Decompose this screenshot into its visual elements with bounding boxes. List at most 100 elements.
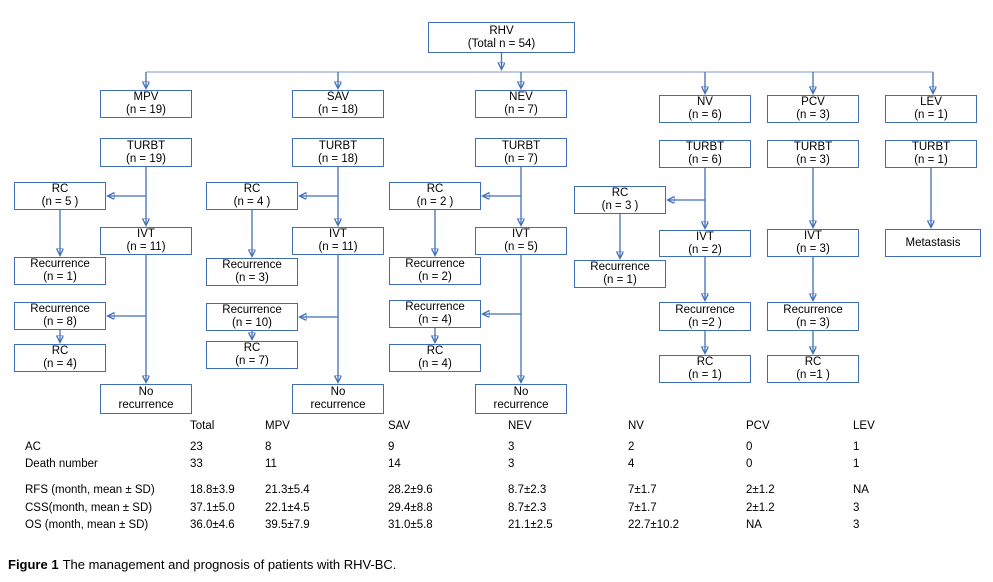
box-count: (n =2 ) [688,316,722,329]
box-label: RC [243,342,261,354]
flow-box-sav: SAV (n = 18) [292,90,384,118]
flow-box-mpv: MPV (n = 19) [100,90,192,118]
box-count: (n = 3) [235,272,269,284]
table-cell: 36.0±4.6 [190,519,235,531]
box-count: (n = 10) [232,317,272,329]
box-label: TURBT [318,139,358,152]
box-label: PCV [801,96,825,108]
table-cell: 8.7±2.3 [508,484,547,496]
box-label: SAV [326,91,350,103]
box-label: IVT [804,230,822,242]
flow-box-sav-recurrence2: Recurrence (n = 10) [206,303,298,331]
box-label: IVT [696,230,714,243]
flow-box-pcv-turbt: TURBT (n = 3) [767,140,859,168]
box-label: RC [426,183,444,195]
box-count: (n = 4 ) [233,196,271,208]
box-count: (n = 5) [504,241,538,253]
box-label: TURBT [911,141,951,153]
flow-box-nv-rc2: RC (n = 1) [659,355,751,383]
flow-box-sav-ivt: IVT (n = 11) [292,227,384,255]
flow-box-nv-turbt: TURBT (n = 6) [659,140,751,168]
flow-box-mpv-recurrence1: Recurrence (n = 1) [14,257,106,285]
box-count: (n = 8) [43,316,77,328]
box-label: NV [697,96,713,108]
table-header: NV [628,420,644,432]
box-label: Recurrence [222,304,282,316]
table-cell: 0 [746,441,753,453]
flow-box-pcv-rc: RC (n =1 ) [767,355,859,383]
table-cell: 28.2±9.6 [388,484,433,496]
table-row-label: AC [25,441,41,453]
box-count: (n = 4) [43,358,77,370]
flow-box-sav-rc2: RC (n = 7) [206,341,298,369]
box-count: (n = 3 ) [601,200,639,212]
flow-box-lev-turbt: TURBT (n = 1) [885,140,977,168]
box-label: IVT [137,228,155,240]
table-cell: 2±1.2 [746,502,775,514]
box-count: (n = 7) [235,355,269,367]
box-label: Recurrence [30,258,90,270]
table-cell: 9 [388,441,395,453]
box-count: (n = 11) [126,241,166,253]
table-cell: 3 [508,441,515,453]
box-label: Recurrence [405,258,465,270]
box-label: TURBT [793,141,833,153]
box-label: Recurrence [783,303,843,316]
box-label: RC [243,183,261,195]
flow-box-nv-recurrence2: Recurrence (n =2 ) [659,302,751,331]
table-cell: NA [853,484,869,496]
table-row-label: Death number [25,458,98,470]
table-cell: 1 [853,441,860,453]
box-label: Recurrence [590,261,650,273]
table-cell: 31.0±5.8 [388,519,433,531]
box-label: recurrence [118,399,174,411]
table-cell: 11 [265,458,277,470]
table-cell: NA [746,519,762,531]
flow-box-nev-turbt: TURBT (n = 7) [475,138,567,167]
box-label: RC [51,183,69,195]
box-label: Recurrence [675,303,735,316]
figure-caption-label: Figure 1 [8,557,59,572]
box-count: (n = 18) [318,104,358,116]
wire-group [60,53,933,382]
box-count: (n = 3) [796,109,830,121]
box-label: Recurrence [30,303,90,315]
table-cell: 33 [190,458,203,470]
box-count: (n = 6) [688,109,722,121]
box-label: RHV [489,24,514,37]
table-cell: 8.7±2.3 [508,502,547,514]
table-header: Total [190,420,215,432]
box-label: TURBT [126,139,166,152]
flow-box-nev-rc1: RC (n = 2 ) [389,182,481,210]
table-cell: 0 [746,458,753,470]
table-cell: 1 [853,458,860,470]
box-count: (n = 3) [796,154,830,166]
box-label: Recurrence [405,301,465,313]
flow-box-sav-recurrence1: Recurrence (n = 3) [206,258,298,286]
box-label: TURBT [685,141,725,153]
box-label: NEV [509,91,533,103]
box-label: RC [426,345,444,357]
flow-box-pcv-recurrence: Recurrence (n = 3) [767,302,859,331]
table-header: PCV [746,420,770,432]
box-label: LEV [920,96,942,108]
box-count: (Total n = 54) [467,37,536,50]
table-row-label: RFS (month, mean ± SD) [25,484,155,496]
box-count: (n = 4) [418,314,452,326]
box-count: (n = 2) [688,243,722,256]
box-count: (n = 19) [126,104,166,116]
table-cell: 18.8±3.9 [190,484,235,496]
table-cell: 2 [628,441,635,453]
flow-box-sav-no-recurrence: No recurrence [292,384,384,414]
table-cell: 21.1±2.5 [508,519,553,531]
flow-box-mpv-rc1: RC (n = 5 ) [14,182,106,210]
flow-box-mpv-no-recurrence: No recurrence [100,384,192,414]
box-label: IVT [512,228,530,240]
box-count: (n = 6) [688,154,722,166]
box-label: RC [696,356,714,368]
box-count: (n = 1) [914,154,948,166]
box-count: (n = 19) [126,152,166,165]
